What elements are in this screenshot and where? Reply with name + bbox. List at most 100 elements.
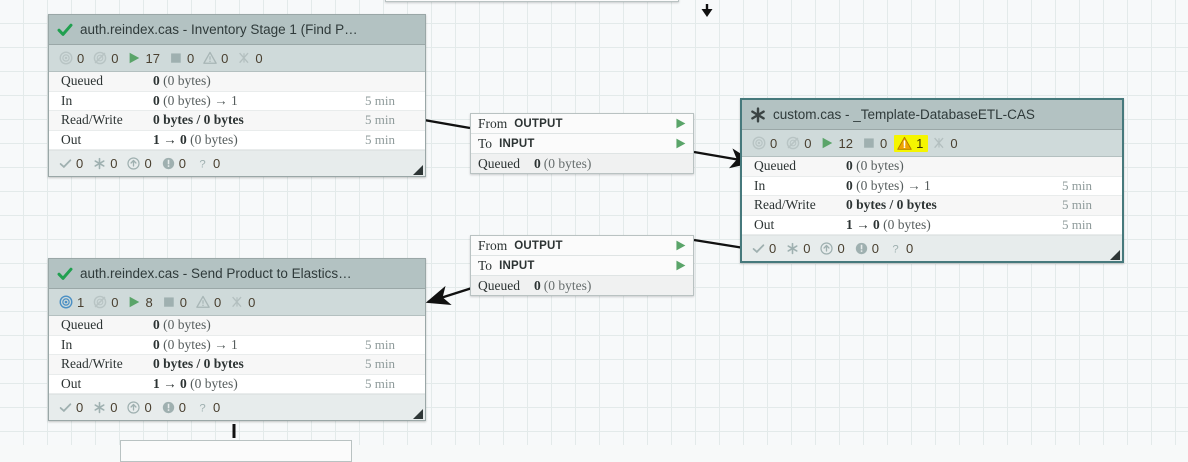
connection-from-label: From — [478, 237, 508, 253]
stat-disabled[interactable]: 0 — [235, 51, 267, 66]
stat-stopped[interactable]: 0 — [167, 51, 199, 66]
stat-invalid[interactable]: 1 — [894, 134, 929, 152]
metric-value: 0 (0 bytes) — [846, 158, 904, 174]
connection-queued-count: 0 — [533, 277, 541, 293]
metric-value: 1 → 0 (0 bytes) — [153, 132, 238, 148]
stat-not-transmitting[interactable]: 0 — [91, 295, 123, 310]
resize-handle[interactable] — [1110, 250, 1120, 261]
wire-arrow-down-top — [701, 4, 713, 17]
disabled-icon — [237, 51, 251, 65]
invalid-warning-icon — [196, 295, 210, 309]
metric-label: Queued — [754, 158, 796, 174]
stat-stopped[interactable]: 0 — [860, 136, 892, 151]
connection-to-row[interactable]: To INPUT — [471, 134, 693, 154]
footer-stat-up-arrow[interactable]: 0 — [125, 400, 156, 415]
stat-disabled[interactable]: 0 — [930, 136, 962, 151]
metric-label: Out — [61, 376, 82, 392]
not-transmitting-icon — [93, 295, 107, 309]
asterisk-status-icon — [750, 106, 766, 123]
metric-value: 1 → 0 (0 bytes) — [846, 217, 931, 233]
process-group-inventory-stage-1[interactable]: auth.reindex.cas - Inventory Stage 1 (Fi… — [48, 14, 426, 178]
connection-upper[interactable]: From OUTPUT To INPUT Queued 0 (0 bytes) — [470, 113, 694, 174]
running-icon — [127, 51, 141, 65]
stat-running[interactable]: 12 — [818, 136, 857, 151]
footer-stat-value: 0 — [110, 400, 118, 416]
connection-from-row[interactable]: From OUTPUT — [471, 114, 693, 134]
footer-stat-check[interactable]: 0 — [57, 156, 88, 171]
footer-stat-asterisk[interactable]: 0 — [91, 156, 122, 171]
process-group-bulletin-bar: 0 0 0 0 ? 0 — [49, 394, 425, 421]
stat-not-transmitting-value: 0 — [804, 135, 812, 151]
connection-to-row[interactable]: To INPUT — [471, 256, 693, 276]
stat-invalid-value: 0 — [221, 50, 229, 66]
footer-stat-value: 0 — [769, 241, 777, 257]
stat-invalid[interactable]: 0 — [201, 51, 233, 66]
metric-row-read-write: Read/Write 0 bytes / 0 bytes 5 min — [742, 196, 1122, 216]
stat-invalid[interactable]: 0 — [194, 295, 226, 310]
footer-stat-value: 0 — [905, 241, 914, 257]
metric-time: 5 min — [365, 132, 395, 148]
process-group-header[interactable]: auth.reindex.cas - Inventory Stage 1 (Fi… — [49, 15, 425, 45]
metric-value: 0 bytes / 0 bytes — [153, 112, 244, 128]
disabled-icon — [230, 295, 244, 309]
stat-transmitting[interactable]: 0 — [57, 51, 89, 66]
footer-stat-question[interactable]: ? 0 — [194, 156, 225, 171]
stat-transmitting[interactable]: 1 — [57, 295, 89, 310]
process-group-title: auth.reindex.cas - Inventory Stage 1 (Fi… — [80, 22, 358, 37]
footer-stat-up-arrow[interactable]: 0 — [125, 156, 156, 171]
footer-stat-asterisk[interactable]: 0 — [784, 241, 815, 256]
connection-from-label: From — [478, 115, 508, 131]
stat-not-transmitting[interactable]: 0 — [784, 136, 816, 151]
metric-label: Queued — [61, 317, 103, 333]
check-small-icon — [752, 242, 765, 255]
check-small-icon — [59, 157, 72, 170]
stat-transmitting-value: 1 — [77, 294, 85, 310]
process-group-title: custom.cas - _Template-DatabaseETL-CAS — [773, 107, 1035, 122]
info-circle-icon — [855, 242, 868, 255]
footer-stat-question[interactable]: ? 0 — [194, 400, 225, 415]
resize-handle[interactable] — [413, 409, 423, 420]
footer-stat-value: 0 — [178, 156, 186, 172]
footer-stat-asterisk[interactable]: 0 — [91, 400, 122, 415]
footer-stat-info[interactable]: 0 — [160, 156, 191, 171]
connection-to-label: To — [478, 135, 493, 151]
not-transmitting-icon — [786, 136, 800, 150]
metric-time: 5 min — [1062, 197, 1092, 213]
metric-row-out: Out 1 → 0 (0 bytes) 5 min — [742, 215, 1122, 236]
stat-transmitting[interactable]: 0 — [750, 136, 782, 151]
offscreen-connection-bottom[interactable] — [120, 440, 352, 462]
process-group-header[interactable]: custom.cas - _Template-DatabaseETL-CAS — [742, 100, 1122, 130]
footer-stat-up-arrow[interactable]: 0 — [818, 241, 849, 256]
stat-running[interactable]: 17 — [125, 51, 164, 66]
metric-label: Out — [754, 217, 775, 233]
process-group-template-database-etl-cas[interactable]: custom.cas - _Template-DatabaseETL-CAS 0… — [740, 98, 1124, 264]
connection-queued-label: Queued — [478, 277, 520, 293]
metric-value: 0 (0 bytes) → 1 — [153, 336, 238, 352]
up-arrow-circle-icon — [820, 242, 834, 256]
process-group-status-bar: 0 0 17 0 0 0 — [49, 45, 425, 72]
process-group-bulletin-bar: 0 0 0 0 ? 0 — [49, 150, 425, 177]
stat-not-transmitting[interactable]: 0 — [91, 51, 123, 66]
offscreen-connection-top[interactable] — [385, 0, 679, 2]
connection-lower[interactable]: From OUTPUT To INPUT Queued 0 (0 bytes) — [470, 235, 694, 296]
stat-stopped[interactable]: 0 — [160, 295, 192, 310]
metric-label: Read/Write — [61, 356, 123, 372]
svg-text:?: ? — [199, 159, 205, 170]
process-group-send-product-to-elastics[interactable]: auth.reindex.cas - Send Product to Elast… — [48, 258, 426, 422]
footer-stat-check[interactable]: 0 — [750, 241, 781, 256]
check-icon — [57, 22, 73, 38]
footer-stat-info[interactable]: 0 — [160, 400, 191, 415]
info-circle-icon — [162, 401, 175, 414]
stopped-icon — [162, 295, 176, 309]
footer-stat-check[interactable]: 0 — [57, 400, 88, 415]
footer-stat-question[interactable]: ? 0 — [887, 241, 918, 256]
stopped-icon — [862, 136, 876, 150]
footer-stat-info[interactable]: 0 — [853, 241, 884, 256]
connection-from-row[interactable]: From OUTPUT — [471, 236, 693, 256]
stat-transmitting-value: 0 — [77, 50, 85, 66]
transmitting-icon — [59, 295, 73, 309]
resize-handle[interactable] — [413, 165, 423, 176]
stat-disabled[interactable]: 0 — [228, 295, 260, 310]
stat-running[interactable]: 8 — [125, 295, 157, 310]
process-group-header[interactable]: auth.reindex.cas - Send Product to Elast… — [49, 259, 425, 289]
